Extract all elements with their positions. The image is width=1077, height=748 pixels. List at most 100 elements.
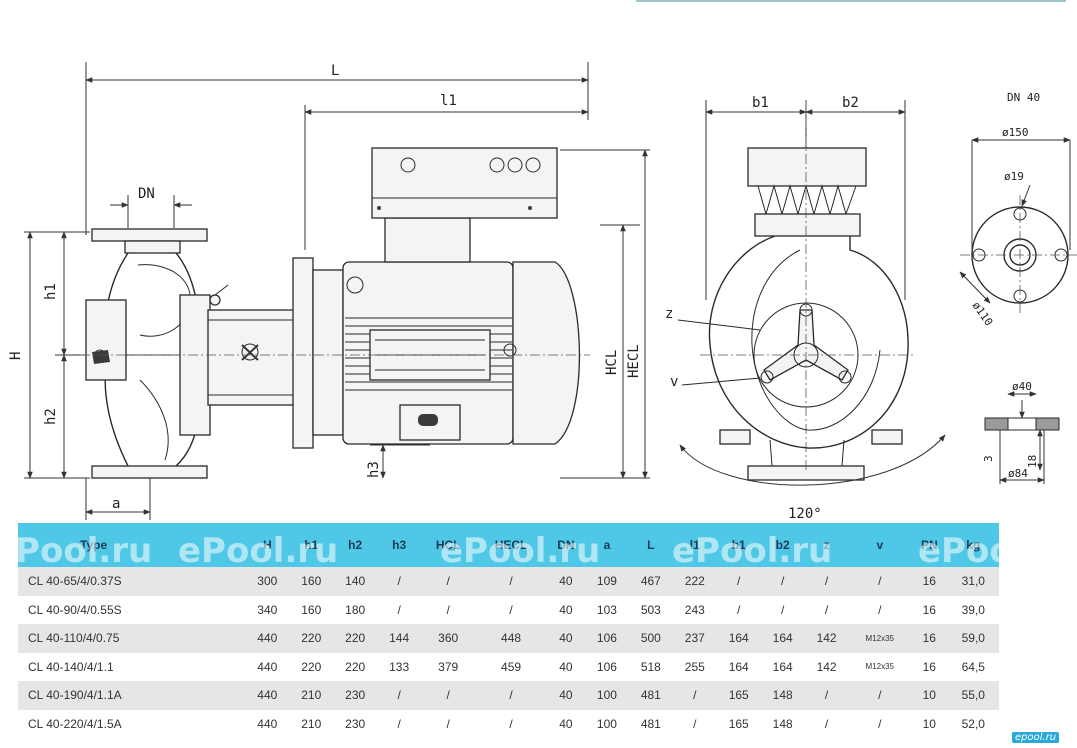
table-header: z [804,523,849,567]
corner-logo: epool.ru [1012,732,1060,743]
table-cell: 440 [245,709,290,738]
table-cell: 237 [672,624,717,653]
table-header: h1 [289,523,334,567]
table-cell: 142 [804,652,849,681]
table-header: H [245,523,290,567]
table-header: h3 [377,523,422,567]
dim-label-d110: ø110 [970,299,996,328]
table-cell: / [377,709,422,738]
table-cell: 142 [804,624,849,653]
table-cell: / [716,567,761,596]
table-cell: / [760,595,805,624]
motor-body [342,261,581,445]
table-cell: 165 [716,681,761,710]
dim-label-b1: b1 [752,95,769,111]
table-cell: CL 40-220/4/1.5A [18,709,246,738]
table-cell: / [475,681,547,710]
table-cell: 16 [911,652,948,681]
table-cell: 40 [546,595,585,624]
table-header: l1 [672,523,717,567]
spec-table: Type H h1 h2 h3 HCL HECL DN a L l1 b1 b2… [18,523,999,738]
top-divider-line [636,0,1066,2]
table-cell: CL 40-190/4/1.1A [18,681,246,710]
table-cell: CL 40-65/4/0.37S [18,567,246,596]
table-cell: 40 [546,624,585,653]
table-header: h2 [333,523,378,567]
table-cell: 40 [546,567,585,596]
dim-label-H: H [8,352,24,360]
table-cell: 148 [760,709,805,738]
table-cell: M12x35 [848,624,912,653]
table-cell: 379 [421,652,476,681]
table-cell: / [760,567,805,596]
dim-label-v: v [670,374,678,390]
dim-label-d150: ø150 [1002,126,1029,139]
table-cell: 106 [584,652,629,681]
dim-label-a: a [112,496,120,512]
table-cell: 100 [584,681,629,710]
table-cell: 103 [584,595,629,624]
table-cell: 180 [333,595,378,624]
pump-volute [85,228,211,479]
table-cell: / [716,595,761,624]
table-cell: 503 [628,595,673,624]
table-header: kg [947,523,999,567]
table-cell: / [848,681,912,710]
table-cell: 10 [911,709,948,738]
dim-label-HECL: HECL [626,344,642,378]
table-cell: / [377,681,422,710]
table-cell: 222 [672,567,717,596]
table-cell: / [804,567,849,596]
table-cell: CL 40-140/4/1.1 [18,652,246,681]
table-cell: / [421,681,476,710]
table-cell: 109 [584,567,629,596]
table-cell: 148 [760,681,805,710]
table-cell: 340 [245,595,290,624]
table-cell: 459 [475,652,547,681]
table-cell: / [804,709,849,738]
pump-technical-drawing: L l1 DN H h1 h2 a h3 HCL [8,62,1077,520]
table-cell: 243 [672,595,717,624]
table-cell: 16 [911,624,948,653]
table-cell: 140 [333,567,378,596]
table-cell: 230 [333,681,378,710]
table-cell: 481 [628,709,673,738]
table-cell: / [421,595,476,624]
table-cell: / [672,681,717,710]
table-header: DN [546,523,585,567]
table-cell: 210 [289,709,334,738]
table-cell: 106 [584,624,629,653]
table-header-row: Type H h1 h2 h3 HCL HECL DN a L l1 b1 b2… [18,523,999,567]
table-cell: / [848,567,912,596]
dim-label-DN: DN [138,186,155,202]
dim-label-L: L [331,63,339,79]
table-header: a [584,523,629,567]
table-header: Type [18,523,246,567]
table-cell: 300 [245,567,290,596]
table-cell: 39,0 [947,595,999,624]
table-cell: / [377,595,422,624]
table-cell: 31,0 [947,567,999,596]
flange-detail: DN 40 ø150 ø19 ø110 ø40 ø84 3 18 [959,91,1077,484]
table-cell: 164 [760,624,805,653]
table-header: L [628,523,673,567]
table-cell: 40 [546,709,585,738]
table-cell: 144 [377,624,422,653]
table-cell: 210 [289,681,334,710]
table-cell: 518 [628,652,673,681]
table-header: PN [911,523,948,567]
table-cell: / [848,595,912,624]
dim-label-d40: ø40 [1012,380,1032,393]
dim-label-b2: b2 [842,95,859,111]
dim-label-t3: 3 [982,455,995,462]
table-cell: 230 [333,709,378,738]
flange-title: DN 40 [1007,91,1040,104]
dim-label-d19: ø19 [1004,170,1024,183]
table-cell: 481 [628,681,673,710]
table-cell: 52,0 [947,709,999,738]
